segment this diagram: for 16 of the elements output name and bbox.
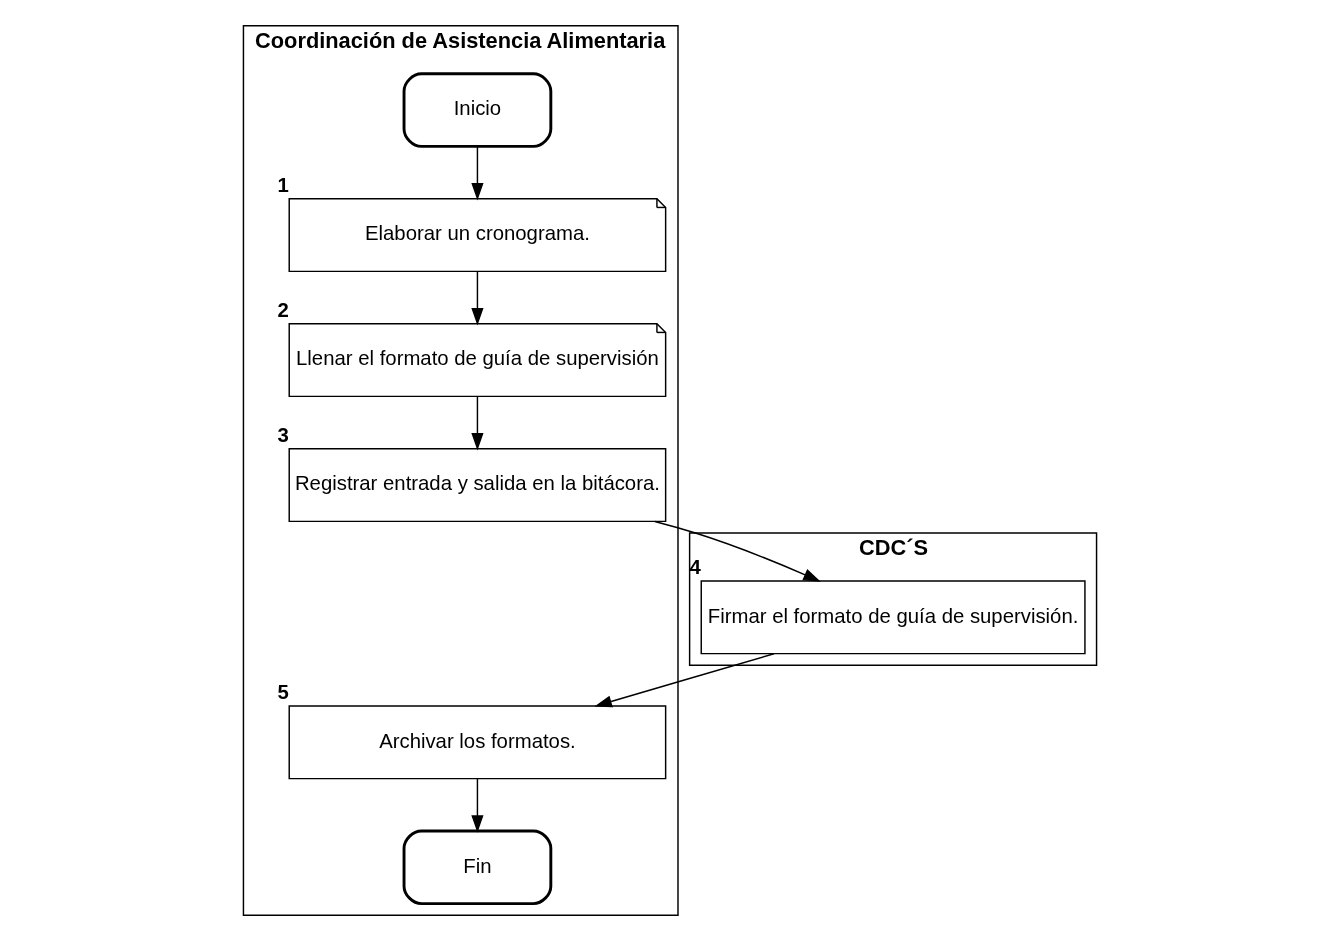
node-box: Firmar el formato de guía de supervisión. xyxy=(700,580,1086,655)
node-box: Inicio xyxy=(402,72,553,148)
arrow xyxy=(471,778,484,833)
arrow xyxy=(471,146,484,201)
node-box: Registrar entrada y salida en la bitácora. xyxy=(288,447,667,523)
node-label: 5 xyxy=(277,680,289,703)
arrow xyxy=(594,653,775,708)
node-label: 4 xyxy=(689,555,701,578)
arrow xyxy=(471,396,484,451)
node-box: Archivar los formatos. xyxy=(288,705,667,780)
node-label: 1 xyxy=(277,173,289,196)
node-box: Fin xyxy=(402,829,553,906)
arrow xyxy=(471,271,484,326)
node-label: 2 xyxy=(277,298,289,321)
arrow xyxy=(654,520,821,582)
node-label: 3 xyxy=(277,423,289,446)
